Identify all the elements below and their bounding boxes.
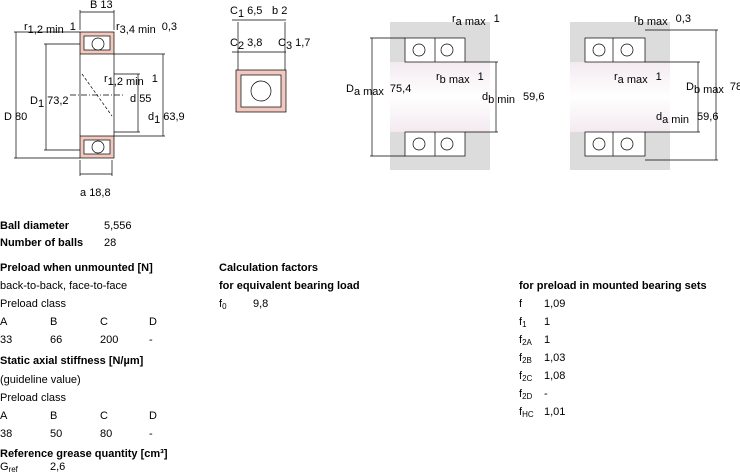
stiffness-class-b: B xyxy=(50,410,58,422)
calc-heading: Calculation factors xyxy=(219,262,319,274)
preload-value-d: - xyxy=(149,334,153,346)
svg-text:a 18,8: a 18,8 xyxy=(80,187,111,199)
mounted-factor-symbol: f2A xyxy=(519,334,532,347)
mounted-factor-symbol: fHC xyxy=(519,406,534,419)
mounted-factor-value: 1,03 xyxy=(544,352,566,364)
mounted-factor-value: - xyxy=(544,388,548,400)
number-of-balls-value: 28 xyxy=(104,237,117,249)
mounted-factor-value: 1 xyxy=(544,316,551,328)
ring-detail-drawing xyxy=(232,19,287,113)
abutment-right-drawing xyxy=(570,22,718,170)
preload-class-a: A xyxy=(0,316,8,328)
stiffness-value-c: 80 xyxy=(100,428,113,440)
stiffness-value-a: 38 xyxy=(0,428,13,440)
f0-value: 9,8 xyxy=(253,298,269,310)
preload-value-b: 66 xyxy=(50,334,63,346)
svg-text:d 55: d 55 xyxy=(130,93,151,105)
svg-text:b 2: b 2 xyxy=(272,5,287,17)
mounted-factor-symbol: f2B xyxy=(519,352,532,365)
svg-text:C16,5: C16,5 xyxy=(230,5,262,20)
preload-heading: Preload when unmounted [N] xyxy=(0,262,153,274)
f0-symbol: f0 xyxy=(219,298,227,311)
svg-text:D 80: D 80 xyxy=(4,111,27,123)
mounted-factor-symbol: f xyxy=(519,298,523,310)
stiffness-note: (guideline value) xyxy=(0,374,81,386)
grease-symbol: Gref xyxy=(0,461,18,474)
mounted-factor-value: 1,01 xyxy=(544,406,566,418)
mounted-factor-symbol: f2C xyxy=(519,370,533,383)
number-of-balls-label: Number of balls xyxy=(0,237,84,249)
preload-value-c: 200 xyxy=(100,334,119,346)
svg-text:C23,8: C23,8 xyxy=(230,37,262,52)
mounted-factor-symbol: f2D xyxy=(519,388,533,401)
calc-subheading: for equivalent bearing load xyxy=(219,280,360,292)
preload-class-label: Preload class xyxy=(0,298,67,310)
grease-value: 2,6 xyxy=(50,461,66,473)
mounted-factor-value: 1 xyxy=(544,334,551,346)
abutment-left-drawing xyxy=(370,22,498,170)
stiffness-class-c: C xyxy=(100,410,108,422)
svg-text:B 13: B 13 xyxy=(90,0,113,11)
mounted-heading: for preload in mounted bearing sets xyxy=(519,280,707,292)
preload-value-a: 33 xyxy=(0,334,13,346)
stiffness-class-a: A xyxy=(0,410,8,422)
grease-heading: Reference grease quantity [cm³] xyxy=(0,448,168,460)
mounted-factor-value: 1,08 xyxy=(544,370,566,382)
stiffness-value-b: 50 xyxy=(50,428,63,440)
bearing-section-drawing xyxy=(14,10,165,176)
ball-diameter-label: Ball diameter xyxy=(0,220,70,232)
preload-class-b: B xyxy=(50,316,58,328)
mounted-factor-value: 1,09 xyxy=(544,298,566,310)
preload-class-d: D xyxy=(149,316,157,328)
mounted-factor-symbol: f1 xyxy=(519,316,527,329)
stiffness-class-label: Preload class xyxy=(0,392,67,404)
preload-class-c: C xyxy=(100,316,108,328)
preload-arrangement: back-to-back, face-to-face xyxy=(0,280,128,292)
ball-diameter-value: 5,556 xyxy=(104,220,132,232)
stiffness-value-d: - xyxy=(149,428,153,440)
svg-text:C31,7: C31,7 xyxy=(278,37,310,52)
stiffness-class-d: D xyxy=(149,410,157,422)
stiffness-heading: Static axial stiffness [N/µm] xyxy=(0,355,144,367)
